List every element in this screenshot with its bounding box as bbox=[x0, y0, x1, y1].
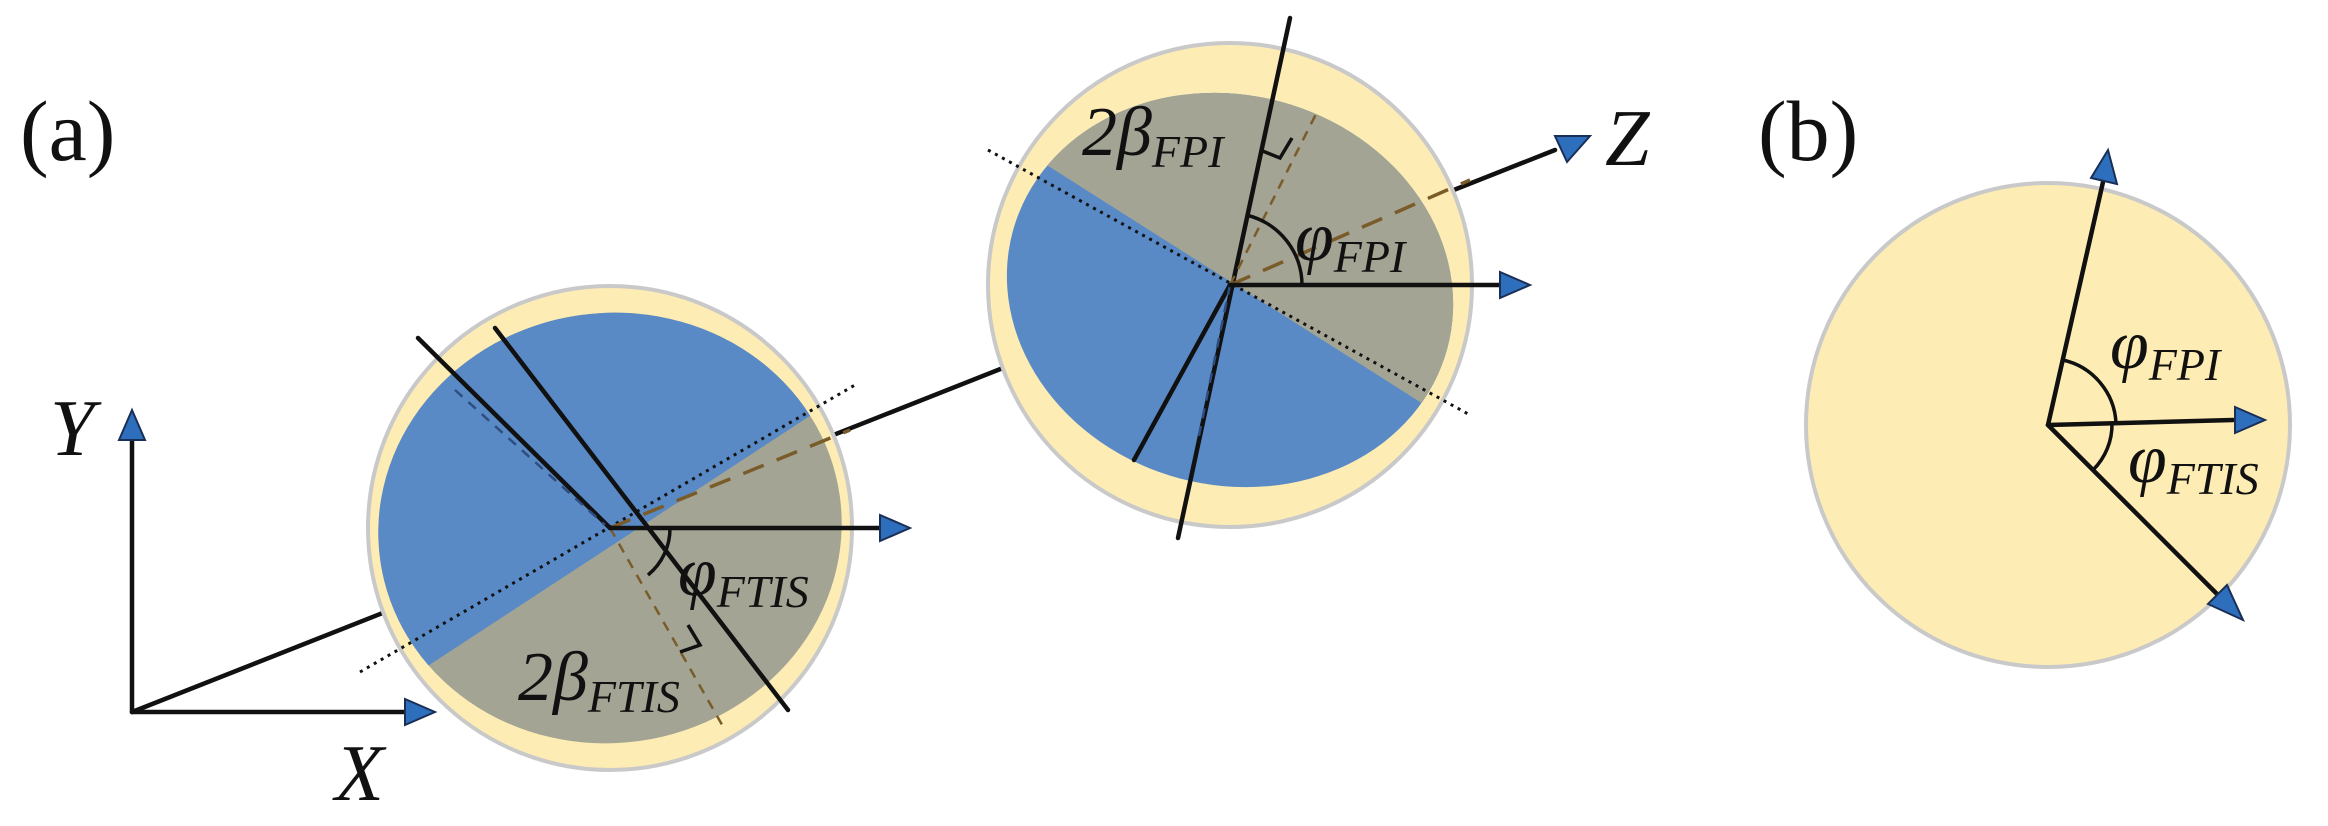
ftis-axis-line bbox=[492, 325, 791, 713]
coordinate-axes: Y X bbox=[50, 385, 438, 818]
fpi-grey-half bbox=[962, 60, 1480, 440]
fpi-phi-arc bbox=[1245, 213, 1304, 286]
y-axis-label: Y bbox=[50, 385, 102, 473]
fpi-beta-marker bbox=[1259, 137, 1294, 161]
panel-b-ftis-line bbox=[2045, 422, 2221, 598]
fpi-short-line bbox=[1131, 282, 1233, 463]
panel-b-ftis-arc bbox=[2091, 422, 2114, 472]
x-axis-arrow-icon bbox=[404, 697, 438, 727]
fpi-phi-label: φFPI bbox=[1295, 199, 1408, 282]
panel-b-ftis-arrow-icon bbox=[2206, 583, 2246, 623]
panel-b-phi-fpi-label: φFPI bbox=[2110, 307, 2223, 390]
fpi-brown-fine-dash bbox=[1228, 109, 1320, 286]
fpi-beta-label: 2βFPI bbox=[1082, 94, 1226, 177]
ftis-blue-dash bbox=[454, 389, 606, 526]
ftis-brown-dash bbox=[609, 428, 851, 530]
z-axis-label: Z bbox=[1605, 95, 1651, 183]
fpi-arrow-icon bbox=[1499, 270, 1533, 300]
ftis-short-line bbox=[415, 335, 613, 531]
panel-b-fpi-arrow-icon bbox=[2089, 147, 2119, 186]
panel-b-x-line bbox=[2045, 417, 2236, 428]
panel-b-phi-ftis-label: φFTIS bbox=[2128, 421, 2259, 504]
fpi-brown-dash bbox=[1229, 178, 1471, 287]
ftis-arrow-icon bbox=[879, 513, 913, 543]
panel-label-b: (b) bbox=[1758, 83, 1858, 179]
panel-label-a: (a) bbox=[20, 83, 115, 179]
fpi-blue-dash bbox=[1196, 284, 1232, 441]
z-axis-arrow-icon bbox=[1553, 135, 1593, 164]
x-axis-label: X bbox=[332, 730, 387, 818]
fpi-dotted-line bbox=[987, 148, 1471, 417]
panel-b-x-arrow-icon bbox=[2234, 405, 2268, 435]
ftis-beta-marker bbox=[679, 624, 703, 654]
ftis-blue-half bbox=[350, 282, 870, 730]
y-axis-arrow-icon bbox=[117, 407, 147, 441]
ftis-brown-fine-dash bbox=[608, 527, 727, 731]
ftis-polarizer: φFTIS 2βFTIS bbox=[350, 282, 913, 772]
ftis-beta-label: 2βFTIS bbox=[518, 639, 680, 722]
fpi-polarizer: φFPI 2βFPI bbox=[962, 15, 1533, 541]
ftis-phi-label: φFTIS bbox=[678, 534, 809, 617]
ftis-phi-arc bbox=[646, 527, 672, 577]
panel-b-fpi-arc bbox=[2062, 358, 2118, 424]
panel-b-diagram: φFPI φFTIS bbox=[1804, 147, 2292, 669]
panel-b-fpi-line bbox=[2045, 179, 2106, 428]
